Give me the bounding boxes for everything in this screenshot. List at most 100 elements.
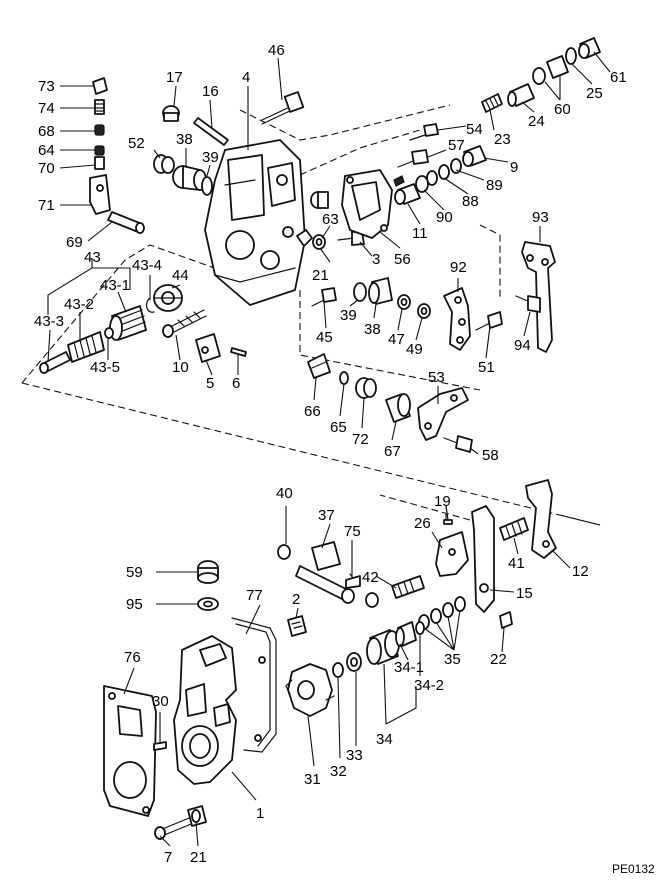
callout-33: 33 (346, 747, 363, 764)
callout-21b: 21 (190, 849, 207, 866)
callout-7: 7 (164, 849, 172, 866)
callout-53: 53 (428, 369, 445, 386)
plug-59 (197, 560, 219, 584)
ring-34-2 (415, 621, 425, 635)
callout-19: 19 (434, 493, 451, 510)
callout-39a: 39 (202, 149, 219, 166)
callout-47: 47 (388, 331, 405, 348)
callout-67: 67 (384, 443, 401, 460)
callout-26: 26 (414, 515, 431, 532)
pump-housing-1 (173, 635, 237, 785)
callout-31: 31 (304, 771, 321, 788)
callout-34-1: 34-1 (394, 659, 424, 676)
pin-24 (507, 83, 535, 107)
pin-30 (153, 741, 167, 751)
o-ring-40 (277, 544, 291, 560)
bolt-45 (311, 287, 337, 307)
callout-43-2: 43-2 (64, 296, 94, 313)
callout-90: 90 (436, 209, 453, 226)
callout-69: 69 (66, 234, 83, 251)
governor-cup-43-1 (109, 305, 147, 341)
cover-56 (341, 169, 393, 239)
washer-47 (397, 294, 411, 310)
callout-5: 5 (206, 375, 214, 392)
plug-housing-side (310, 191, 329, 209)
washer-95 (197, 597, 219, 611)
lever-12 (525, 479, 557, 559)
callout-23: 23 (494, 131, 511, 148)
callout-77: 77 (246, 587, 263, 604)
shaft-37 (295, 541, 355, 604)
callout-74: 74 (38, 100, 55, 117)
gear-44 (153, 284, 183, 312)
callout-57: 57 (448, 137, 465, 154)
leader-lines (47, 51, 611, 847)
governor-spring-43-2 (67, 331, 105, 363)
callout-34-2: 34-2 (414, 677, 444, 694)
callout-73: 73 (38, 78, 55, 95)
governor-weight-43-3 (39, 351, 71, 374)
pin-19 (443, 505, 453, 525)
lever-71 (89, 174, 111, 215)
callout-51: 51 (478, 359, 495, 376)
gasket-77 (231, 617, 277, 753)
callout-68: 68 (38, 123, 55, 140)
callout-63: 63 (322, 211, 339, 228)
block-5 (195, 333, 221, 363)
shaft-69 (107, 211, 145, 234)
callout-95: 95 (126, 596, 143, 613)
collar-34-1 (395, 621, 417, 647)
callout-30: 30 (152, 693, 169, 710)
spring-41 (499, 517, 529, 541)
callout-4: 4 (242, 69, 250, 86)
spring-42 (391, 575, 425, 599)
stacked-small-parts-73-70 (92, 77, 108, 170)
washer-stack-88-89 (426, 158, 462, 186)
callout-45: 45 (316, 329, 333, 346)
washer-33 (346, 652, 362, 672)
governor-housing (204, 139, 306, 306)
clip-43-4 (145, 297, 155, 313)
callout-39b: 39 (340, 307, 357, 324)
callout-2: 2 (292, 591, 300, 608)
bushing-38-upper (172, 165, 207, 191)
callout-44: 44 (172, 267, 189, 284)
callout-32: 32 (330, 763, 347, 780)
callout-65: 65 (330, 419, 347, 436)
lever-26 (435, 531, 469, 577)
callout-41: 41 (508, 555, 525, 572)
callout-numbers: 73 74 68 64 70 71 69 17 16 4 46 52 38 39… (34, 42, 627, 866)
callout-58: 58 (482, 447, 499, 464)
bolt-46 (261, 91, 305, 125)
callout-9: 9 (510, 159, 518, 176)
bolt-54 (409, 123, 439, 141)
bolt-94 (515, 295, 541, 313)
callout-1: 1 (256, 805, 264, 822)
nut-63 (296, 229, 313, 247)
callout-25: 25 (586, 85, 603, 102)
spacer-32 (332, 662, 344, 678)
nut-21-lower (187, 805, 207, 827)
washer-49 (417, 303, 431, 319)
screw-10 (162, 309, 207, 338)
callout-54: 54 (466, 121, 483, 138)
bolt-58 (443, 435, 473, 453)
callout-43: 43 (84, 249, 101, 266)
bolt-51 (475, 311, 503, 331)
callout-52: 52 (128, 135, 145, 152)
callout-56: 56 (394, 251, 411, 268)
plug-66 (307, 353, 331, 379)
nut-22 (499, 611, 513, 629)
callout-88: 88 (462, 193, 479, 210)
washer-21-upper (312, 234, 326, 250)
callout-71: 71 (38, 197, 55, 214)
callout-37: 37 (318, 507, 335, 524)
pin-16 (193, 117, 229, 146)
bushing-38-lower (368, 277, 393, 305)
washer-43-5 (104, 327, 114, 339)
o-ring-65 (339, 371, 349, 385)
callout-22: 22 (490, 651, 507, 668)
callout-43-4: 43-4 (132, 257, 162, 274)
callout-3: 3 (372, 251, 380, 268)
